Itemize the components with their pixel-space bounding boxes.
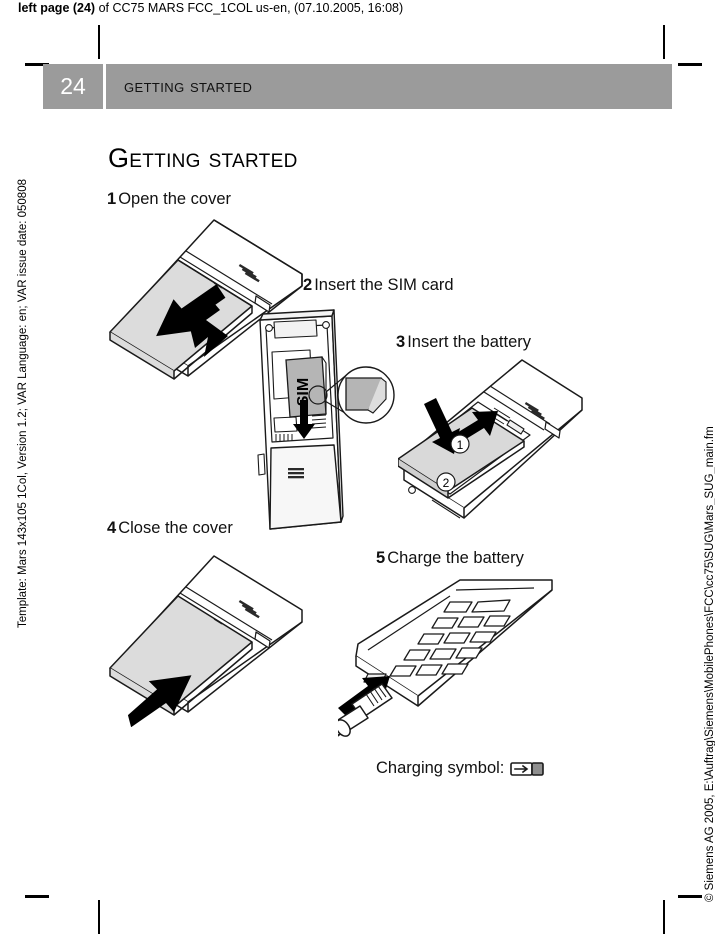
sim-corner-detail-circle	[337, 366, 395, 424]
page-title: Getting started	[108, 143, 298, 173]
arrow-down-left-glyph	[156, 284, 226, 337]
print-header: left page (24) of CC75 MARS FCC_1COL us-…	[18, 1, 403, 15]
arrow-up-right-glyph	[127, 675, 192, 727]
figure-phone-charger-plug	[338, 579, 553, 737]
figure-phone-battery-insert: 1 2	[398, 359, 583, 519]
battery-step-marker-2: 2	[436, 472, 456, 492]
step-1-text: Open the cover	[118, 190, 232, 208]
step-4-number: 4	[107, 519, 117, 537]
crop-mark-top-left	[98, 25, 100, 59]
crop-mark-top-right	[663, 25, 665, 59]
svg-text:1: 1	[457, 438, 464, 452]
chapter-title: Getting started	[124, 76, 253, 96]
step-3-number: 3	[396, 333, 406, 351]
copyright-side-note: © Siemens AG 2005, E:\Auftrag\Siemens\Mo…	[704, 426, 715, 902]
chapter-title-container: Getting started	[106, 64, 672, 109]
template-side-note: Template: Mars 143x105 1Col, Version 1.2…	[17, 179, 29, 628]
arrow-press-down-icon	[424, 398, 460, 454]
crop-mark-right-top	[678, 63, 702, 66]
crop-mark-bottom-left	[98, 900, 100, 934]
crop-mark-left-top	[25, 63, 49, 66]
charging-symbol-label: Charging symbol:	[376, 759, 505, 777]
chapter-page-number: 24	[43, 64, 103, 109]
battery-charging-icon	[510, 761, 545, 776]
svg-text:2: 2	[443, 476, 450, 490]
figure-phone-cover-close	[109, 555, 303, 727]
charging-symbol-line: Charging symbol:	[376, 759, 545, 778]
step-2-number: 2	[303, 276, 313, 294]
crop-mark-right-bottom	[678, 895, 702, 898]
step-1-number: 1	[107, 190, 117, 208]
crop-mark-left-bottom	[25, 895, 49, 898]
crop-mark-bottom-right	[663, 900, 665, 934]
print-header-page: left page (24)	[18, 1, 96, 15]
step-5-number: 5	[376, 549, 386, 567]
figure-phone-cover-open	[109, 219, 303, 380]
sim-card-label: SIM	[295, 378, 312, 406]
step-2-text: Insert the SIM card	[314, 276, 454, 294]
figure-phone-sim-insert: SIM	[257, 309, 395, 530]
print-header-detail: of CC75 MARS FCC_1COL us-en, (07.10.2005…	[95, 1, 404, 15]
sim-card: SIM	[285, 356, 327, 418]
step-4-text: Close the cover	[118, 519, 233, 537]
arrow-down-icon	[293, 400, 315, 439]
battery-step-marker-1: 1	[450, 434, 470, 454]
step-5-text: Charge the battery	[387, 549, 524, 567]
chapter-header-bar: 24 Getting started	[43, 64, 672, 109]
step-3-text: Insert the battery	[407, 333, 532, 351]
